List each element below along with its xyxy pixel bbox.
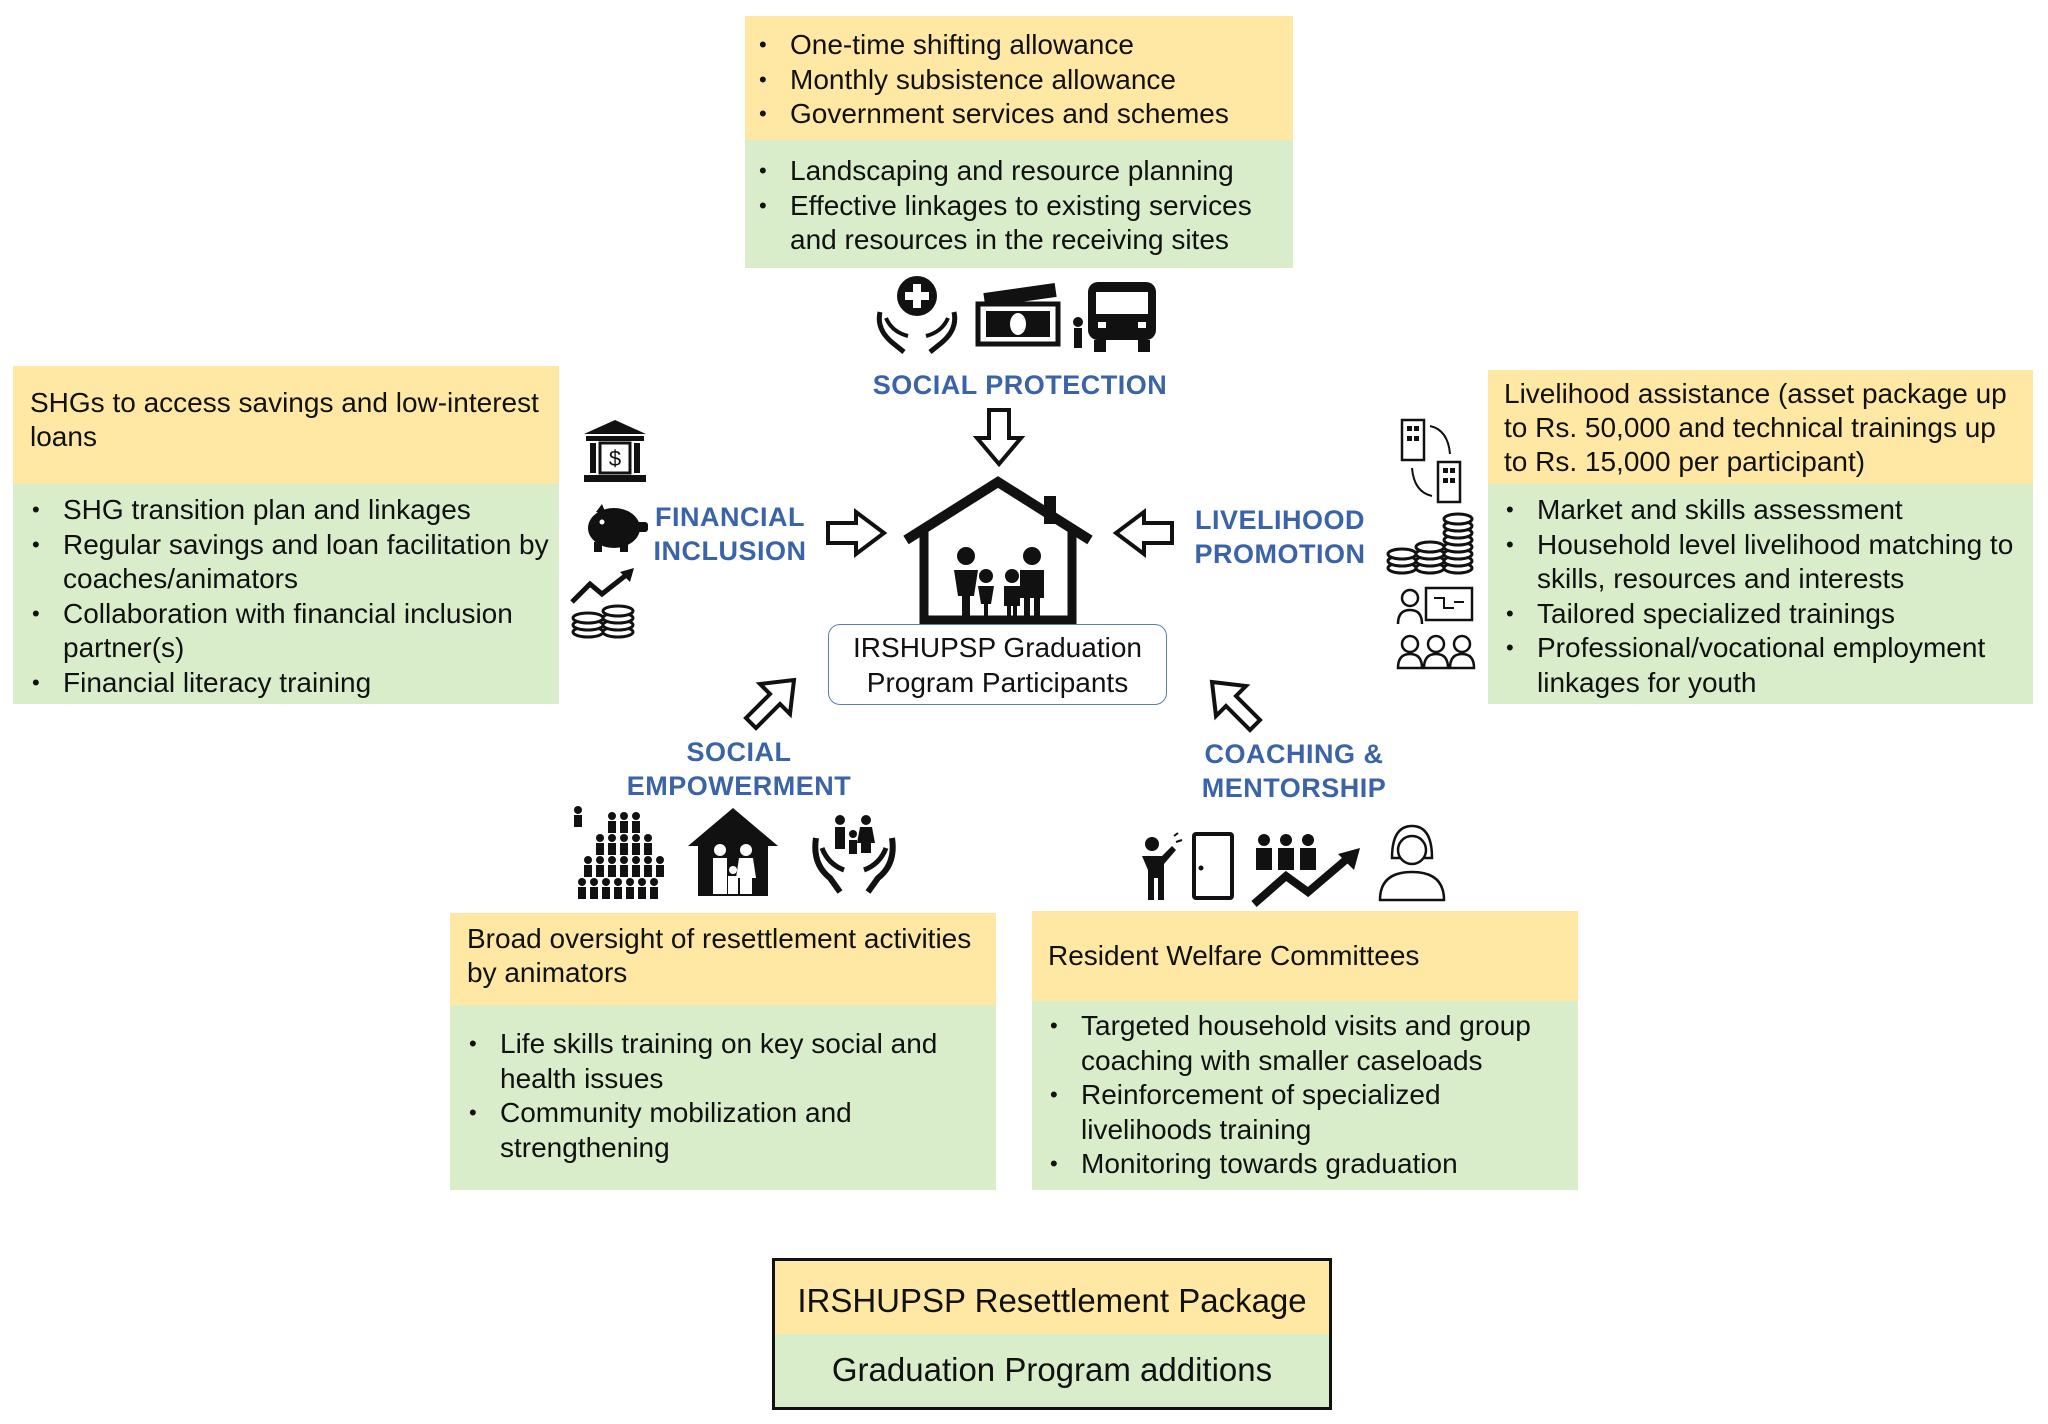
coaching-mentorship-package-text: Resident Welfare Committees [1048, 940, 1420, 971]
social-empowerment-package-text: Broad oversight of resettlement activiti… [467, 923, 972, 988]
list-item: Monitoring towards graduation [1048, 1147, 1568, 1182]
financial-inclusion-package-text: SHGs to access savings and low-interest … [30, 387, 539, 452]
coin-stacks-icon [1386, 512, 1474, 575]
financial-inclusion-label: FINANCIAL INCLUSION [645, 500, 815, 568]
list-item: Household level livelihood matching to s… [1504, 528, 2023, 597]
arrow-down-icon [972, 408, 1026, 468]
social-protection-package-list: One-time shifting allowance Monthly subs… [757, 28, 1293, 132]
school-bus-icon [1073, 282, 1156, 352]
list-item: Tailored specialized trainings [1504, 597, 2023, 632]
livelihood-promotion-graduation-box: Market and skills assessment Household l… [1488, 484, 2033, 704]
group-growth-icon [1251, 834, 1360, 908]
coaching-mentorship-graduation-box: Targeted household visits and group coac… [1032, 1001, 1578, 1190]
livelihood-promotion-graduation-list: Market and skills assessment Household l… [1504, 493, 2023, 700]
social-empowerment-graduation-box: Life skills training on key social and h… [450, 1005, 996, 1190]
buildings-icon [1400, 418, 1462, 504]
financial-inclusion-graduation-list: SHG transition plan and linkages Regular… [30, 493, 549, 700]
financial-inclusion-graduation-box: SHG transition plan and linkages Regular… [13, 484, 559, 704]
training-icon [1396, 586, 1476, 670]
list-item: Collaboration with financial inclusion p… [30, 597, 549, 666]
family-home-icon [688, 808, 778, 896]
list-item: Monthly subsistence allowance [757, 63, 1293, 98]
list-item: One-time shifting allowance [757, 28, 1293, 63]
arrow-left-icon [1112, 508, 1174, 558]
legend-package: IRSHUPSP Resettlement Package [775, 1261, 1329, 1334]
list-item: Community mobilization and strengthening [467, 1096, 986, 1165]
list-item: SHG transition plan and linkages [30, 493, 549, 528]
social-empowerment-package-box: Broad oversight of resettlement activiti… [450, 913, 996, 1005]
center-line1: IRSHUPSP Graduation [853, 632, 1142, 663]
social-protection-package-box: One-time shifting allowance Monthly subs… [745, 16, 1293, 140]
social-empowerment-label: SOCIAL EMPOWERMENT [600, 735, 878, 803]
coaching-mentorship-label-line2: MENTORSHIP [1201, 773, 1387, 803]
center-participants-box: IRSHUPSP Graduation Program Participants [828, 624, 1167, 705]
door-knock-icon [1142, 832, 1234, 900]
social-protection-graduation-list: Landscaping and resource planning Effect… [757, 154, 1293, 258]
livelihood-promotion-label-line2: PROMOTION [1194, 539, 1366, 569]
list-item: Life skills training on key social and h… [467, 1027, 986, 1096]
list-item: Government services and schemes [757, 97, 1293, 132]
livelihood-promotion-label: LIVELIHOOD PROMOTION [1182, 503, 1378, 571]
list-item: Market and skills assessment [1504, 493, 2023, 528]
legend: IRSHUPSP Resettlement Package Graduation… [772, 1258, 1332, 1410]
center-line2: Program Participants [866, 667, 1129, 698]
coaching-mentorship-label: COACHING & MENTORSHIP [1170, 737, 1418, 805]
financial-inclusion-label-line2: INCLUSION [653, 536, 807, 566]
social-empowerment-graduation-list: Life skills training on key social and h… [467, 1027, 986, 1165]
cash-icon [975, 283, 1061, 347]
arrow-right-icon [826, 508, 888, 558]
arrow-up-left-icon [1209, 679, 1263, 733]
svg-text:$: $ [609, 446, 621, 471]
coaching-mentorship-label-line1: COACHING & [1204, 739, 1384, 769]
financial-inclusion-label-line1: FINANCIAL [655, 502, 805, 532]
growth-coins-icon [570, 568, 635, 639]
mentor-icon [1378, 824, 1446, 902]
financial-inclusion-package-box: SHGs to access savings and low-interest … [13, 366, 559, 484]
list-item: Financial literacy training [30, 666, 549, 701]
social-empowerment-label-line2: EMPOWERMENT [626, 771, 852, 801]
livelihood-promotion-package-text: Livelihood assistance (asset package up … [1504, 378, 2007, 477]
list-item: Effective linkages to existing services … [757, 189, 1293, 258]
arrow-up-right-icon [743, 677, 797, 731]
piggy-bank-icon [588, 504, 648, 552]
bank-icon: $ [584, 420, 646, 482]
health-care-hands-icon [876, 276, 958, 354]
family-hands-icon [812, 815, 896, 894]
livelihood-promotion-package-box: Livelihood assistance (asset package up … [1488, 370, 2033, 484]
social-empowerment-label-line1: SOCIAL [686, 737, 792, 767]
list-item: Landscaping and resource planning [757, 154, 1293, 189]
coaching-mentorship-package-box: Resident Welfare Committees [1032, 911, 1578, 1001]
legend-graduation: Graduation Program additions [775, 1334, 1329, 1407]
social-protection-graduation-box: Landscaping and resource planning Effect… [745, 140, 1293, 268]
list-item: Reinforcement of specialized livelihoods… [1048, 1078, 1568, 1147]
coaching-mentorship-graduation-list: Targeted household visits and group coac… [1048, 1009, 1568, 1182]
list-item: Targeted household visits and group coac… [1048, 1009, 1568, 1078]
livelihood-promotion-label-line1: LIVELIHOOD [1194, 505, 1365, 535]
community-group-icon [574, 806, 664, 899]
list-item: Regular savings and loan facilitation by… [30, 528, 549, 597]
social-protection-label: SOCIAL PROTECTION [872, 370, 1168, 400]
family-house-icon [903, 476, 1093, 625]
list-item: Professional/vocational employment linka… [1504, 631, 2023, 700]
